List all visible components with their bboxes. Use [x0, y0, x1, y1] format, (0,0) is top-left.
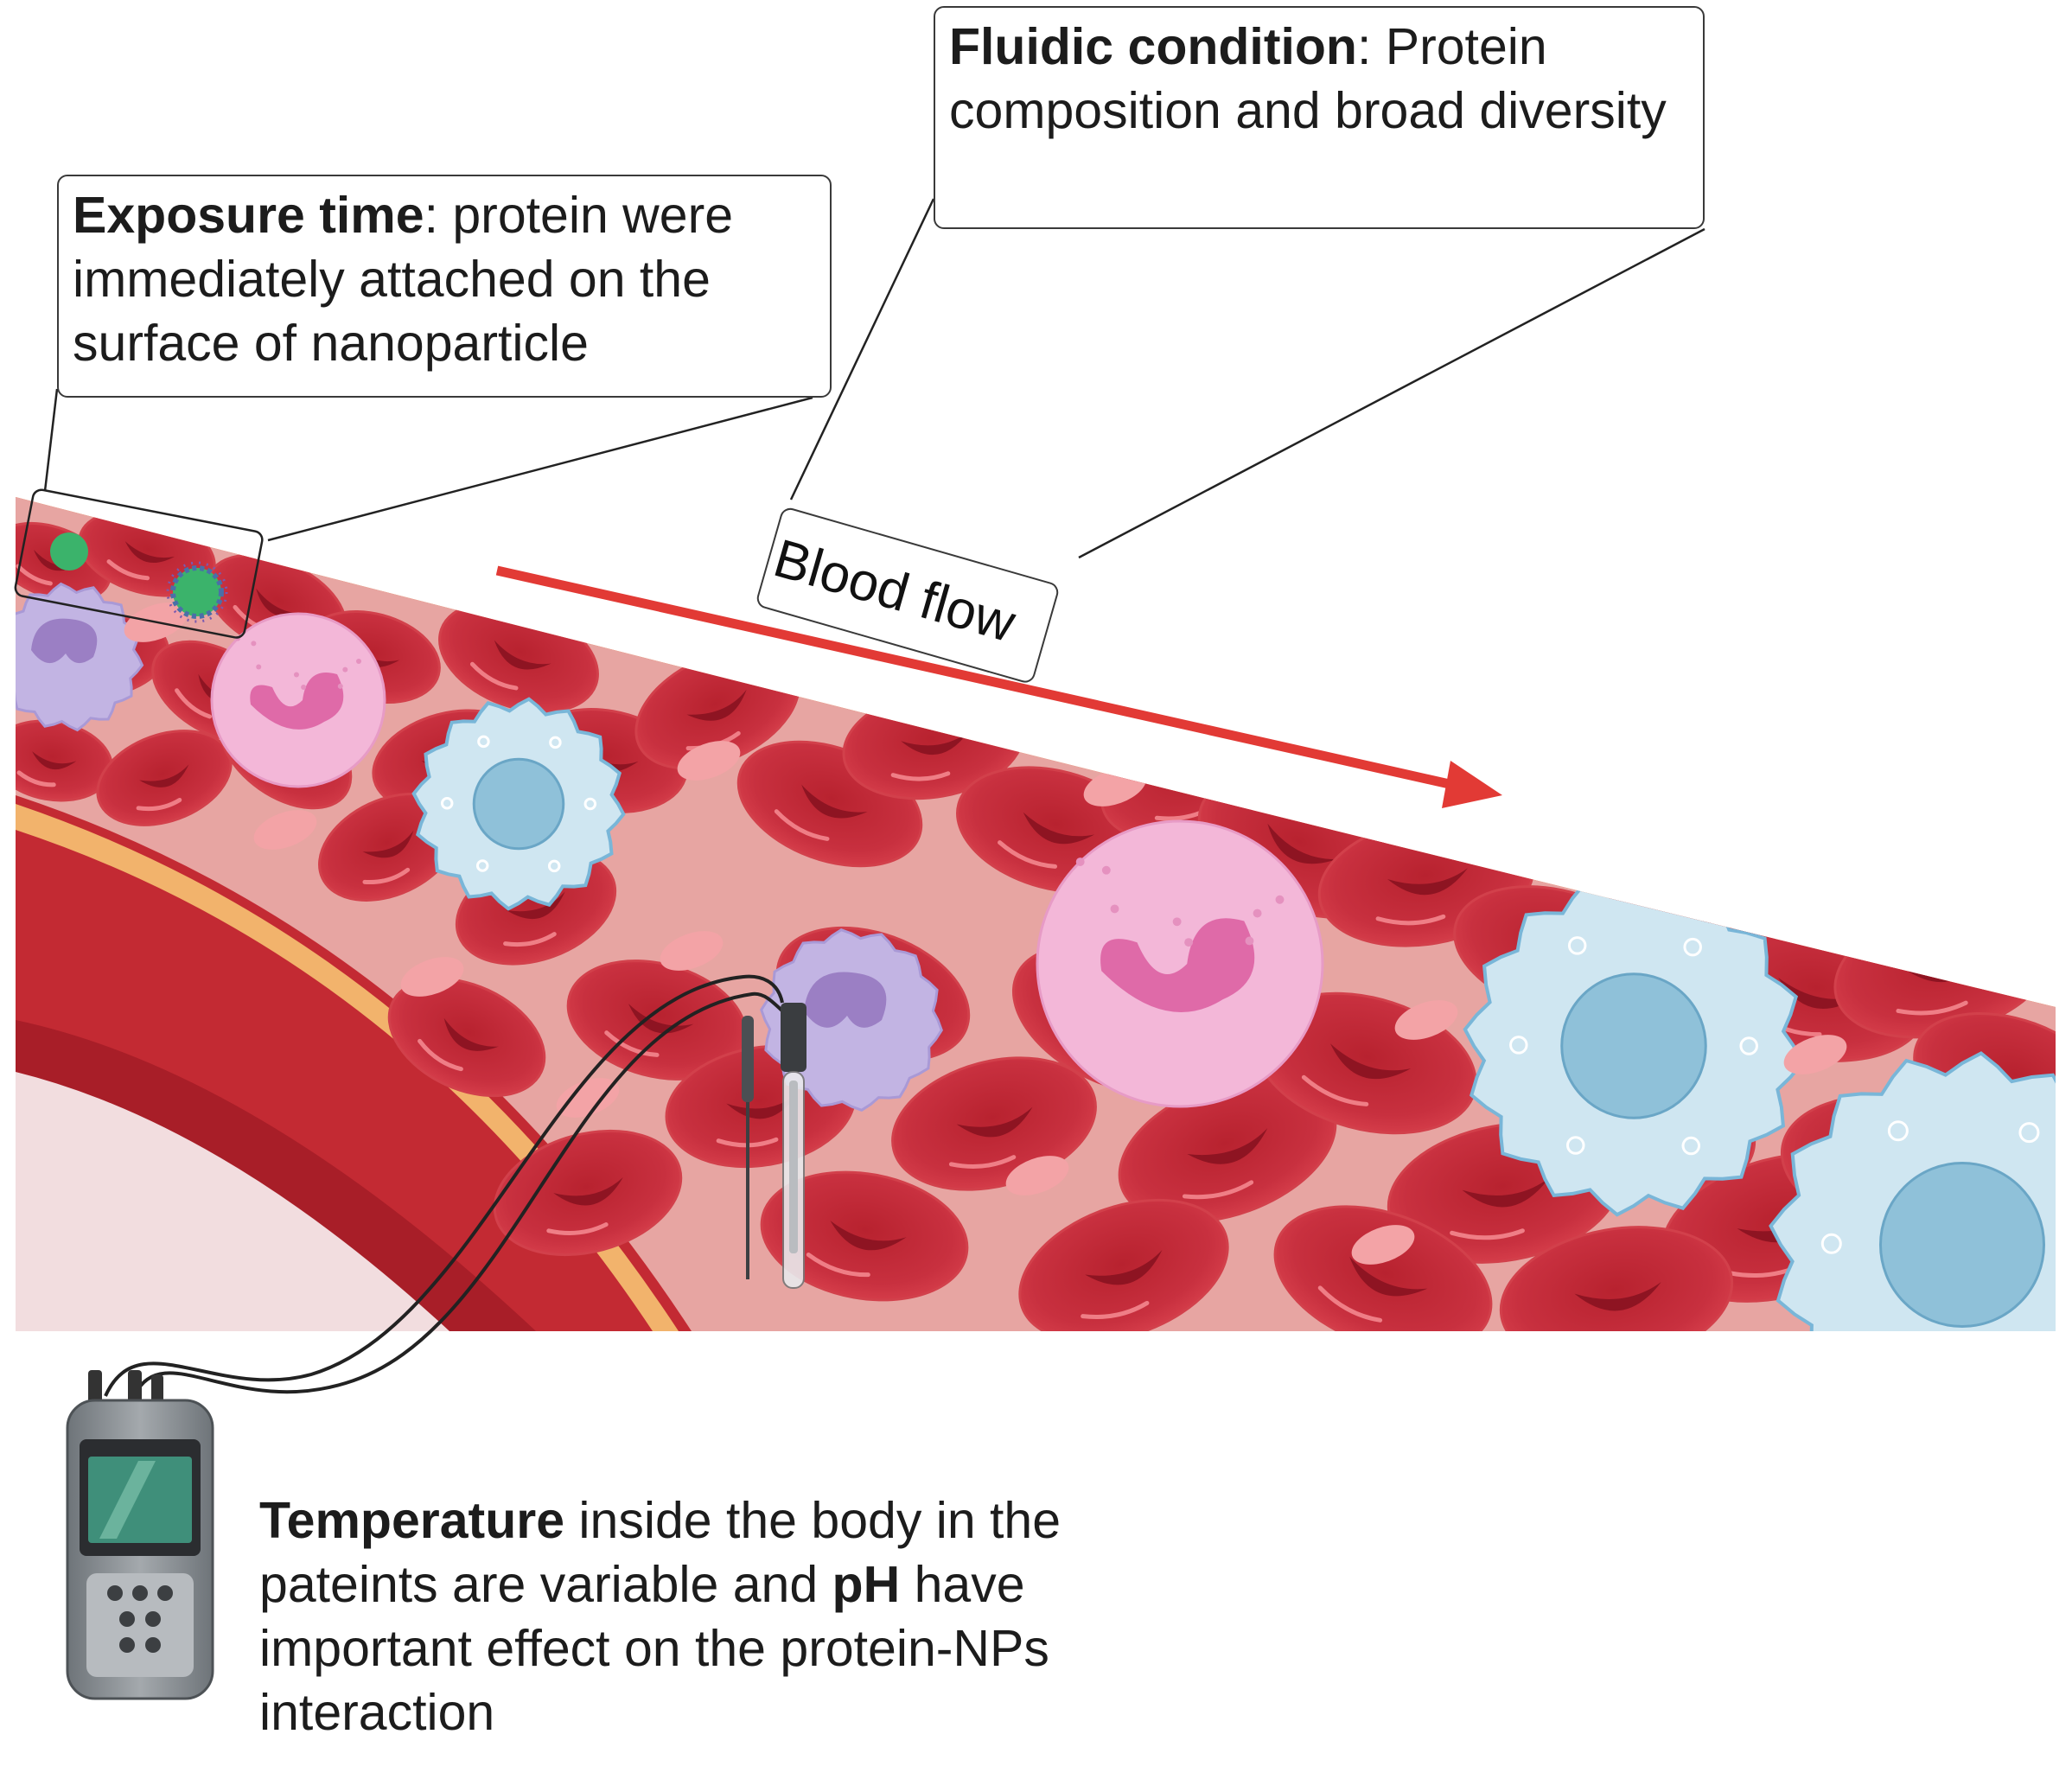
ph-heading: pH	[832, 1556, 901, 1613]
platelet	[556, 1078, 620, 1118]
lymphocyte	[1463, 875, 1805, 1217]
red-blood-cell	[1499, 1226, 1734, 1331]
platelets	[124, 602, 1847, 1265]
nanoparticles	[50, 532, 228, 623]
monocyte	[16, 582, 144, 732]
red-blood-cell	[760, 1170, 969, 1302]
red-blood-cell	[1273, 1205, 1493, 1331]
exposure-callout-text: Exposure time: protein were immediately …	[73, 183, 816, 375]
fluidic-body: : Protein composition and broad diversit…	[949, 18, 1667, 139]
vessel-lumen-inner	[16, 1072, 449, 1331]
protein-corona-dots	[166, 561, 228, 623]
ph-probe-cables	[104, 974, 794, 1397]
ph-electrode	[781, 1003, 806, 1289]
exposure-time-callout: Exposure time: protein were immediately …	[57, 175, 832, 398]
red-blood-cell	[1018, 1198, 1229, 1331]
nanoparticle-zoom-frame	[14, 488, 264, 639]
white-blood-cells	[16, 582, 2056, 1331]
exposure-body: : protein were immediately attached on t…	[73, 187, 734, 372]
temperature-ph-caption: Temperature inside the body in the patei…	[259, 1489, 1210, 1744]
red-blood-cell	[387, 977, 546, 1098]
ph-meter-device	[66, 1370, 214, 1700]
bare-nanoparticle	[50, 532, 88, 571]
platelet	[660, 931, 724, 971]
red-blood-cell	[96, 730, 233, 826]
red-blood-cell	[493, 1129, 683, 1257]
platelet	[1394, 1000, 1458, 1040]
temperature-body: inside the body in the pateints are vari…	[259, 1492, 1062, 1613]
platelet	[1783, 1035, 1847, 1074]
platelet	[677, 741, 741, 781]
lymphocyte	[1769, 1051, 2056, 1331]
callout-leader-lines	[43, 198, 1705, 559]
platelet	[1005, 1156, 1069, 1195]
temperature-heading: Temperature	[259, 1492, 565, 1549]
fluidic-heading: Fluidic condition	[949, 18, 1357, 75]
platelet	[253, 810, 317, 850]
platelet	[1351, 1225, 1415, 1265]
lymphocyte	[411, 697, 626, 911]
protein-coated-nanoparticle	[170, 565, 224, 619]
exposure-heading: Exposure time	[73, 187, 424, 244]
meter-buttons	[107, 1585, 173, 1653]
ph-body: have important effect on the protein-NPs…	[259, 1556, 1049, 1741]
platelet	[400, 957, 464, 997]
neutrophil	[210, 612, 386, 788]
neutrophil	[1036, 819, 1324, 1108]
fluidic-condition-callout: Fluidic condition: Protein composition a…	[934, 6, 1705, 229]
blood-flow-arrow	[495, 565, 1502, 808]
fluidic-callout-text: Fluidic condition: Protein composition a…	[949, 15, 1689, 143]
temperature-probe	[742, 1016, 754, 1279]
